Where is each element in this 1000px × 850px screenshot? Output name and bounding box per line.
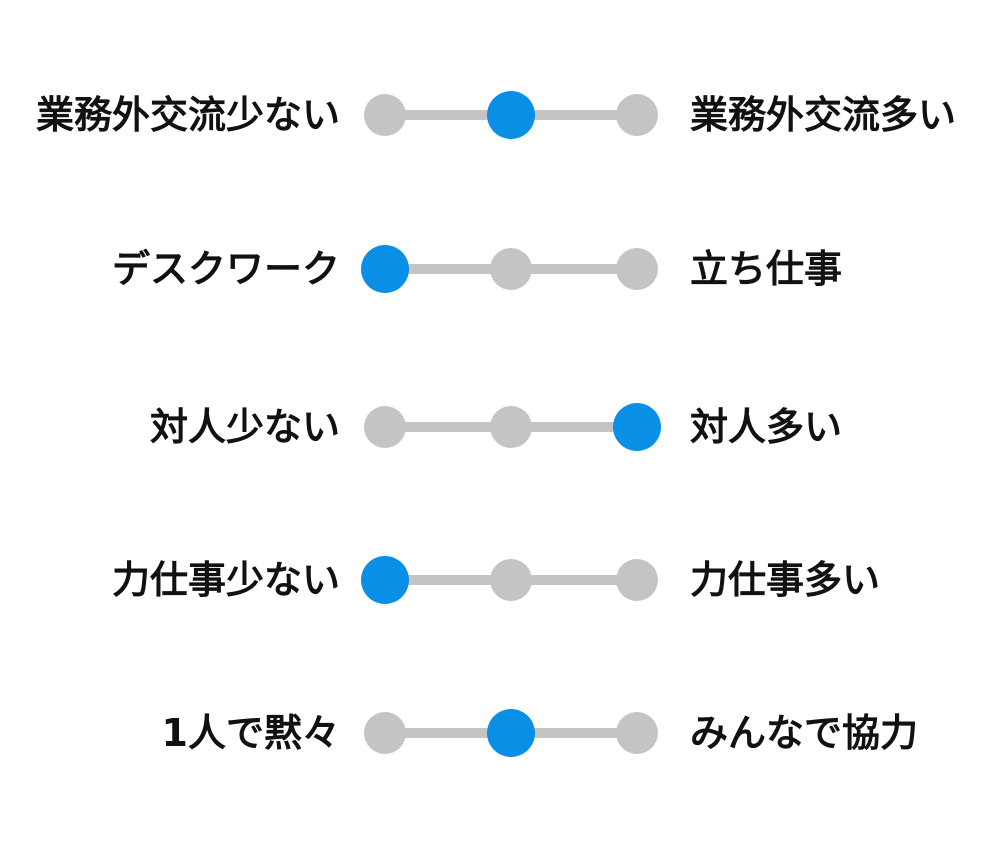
left-label: 業務外交流少ない [35,93,340,137]
slider-option-3[interactable] [616,712,658,754]
right-label: 力仕事多い [690,558,881,602]
slider-option-3[interactable] [616,248,658,290]
slider-option-2[interactable] [490,559,532,601]
slider-option-2[interactable] [490,406,532,448]
slider-option-2[interactable] [490,248,532,290]
slider-row: デスクワーク 立ち仕事 [0,239,1000,299]
slider-option-1[interactable] [364,712,406,754]
right-label: みんなで協力 [690,711,919,755]
slider-option-1[interactable] [364,406,406,448]
slider-option-3[interactable] [616,94,658,136]
slider-option-2[interactable] [487,709,535,757]
slider-option-3[interactable] [613,403,661,451]
slider-row: 1人で黙々 みんなで協力 [0,703,1000,763]
left-label: 対人少ない [149,405,340,449]
slider-option-1[interactable] [364,94,406,136]
slider-row: 力仕事少ない 力仕事多い [0,550,1000,610]
slider-row: 業務外交流少ない 業務外交流多い [0,85,1000,145]
left-label: 1人で黙々 [161,711,340,755]
slider-option-1[interactable] [361,245,409,293]
right-label: 業務外交流多い [690,93,957,137]
left-label: デスクワーク [111,247,340,291]
slider-row: 対人少ない 対人多い [0,397,1000,457]
right-label: 対人多い [690,405,843,449]
left-label: 力仕事少ない [111,558,340,602]
slider-option-1[interactable] [361,556,409,604]
slider-option-2[interactable] [487,91,535,139]
slider-option-3[interactable] [616,559,658,601]
right-label: 立ち仕事 [690,247,843,291]
